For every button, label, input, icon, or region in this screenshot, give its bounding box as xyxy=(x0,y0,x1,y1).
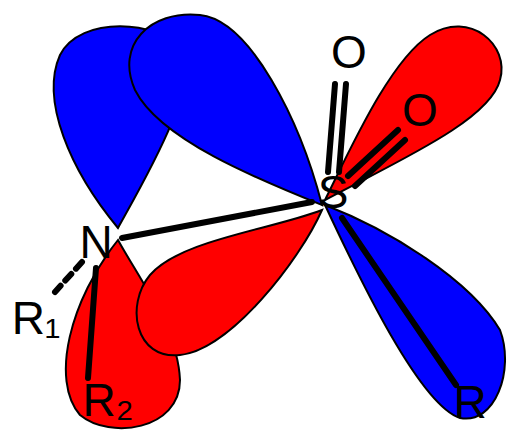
atom-label: S xyxy=(318,169,349,215)
substituent-label: R₁ xyxy=(12,295,61,341)
bond-line xyxy=(122,202,312,238)
bond-line xyxy=(88,268,96,378)
atom-label: N xyxy=(79,219,112,265)
double-bond xyxy=(339,84,346,172)
double-bond xyxy=(328,84,335,172)
atom-label: O xyxy=(331,29,367,75)
substituent-label: R₂ xyxy=(82,377,133,423)
orbital-lobe xyxy=(129,15,322,205)
bond-line xyxy=(342,218,456,385)
substituent-label: R xyxy=(453,379,486,425)
double-bond xyxy=(355,140,405,186)
orbital-lobe xyxy=(325,27,502,200)
atom-label: O xyxy=(402,87,438,133)
dashed-bond xyxy=(55,262,82,292)
